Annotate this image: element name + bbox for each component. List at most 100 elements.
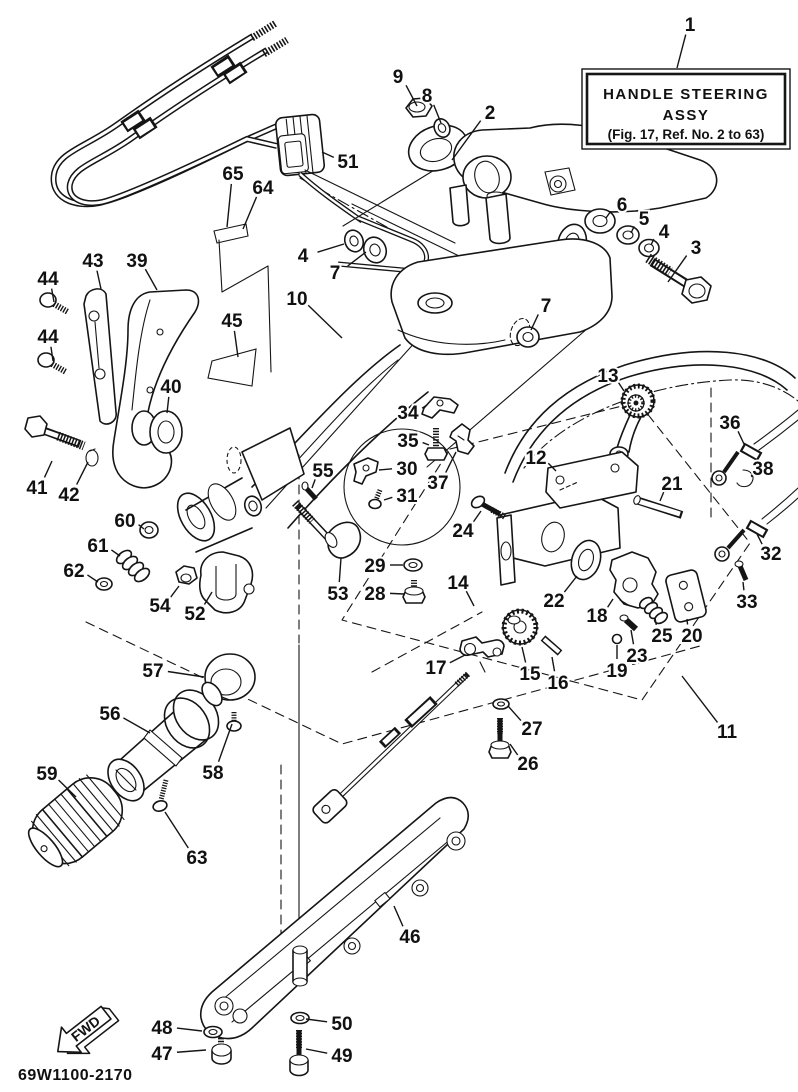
callout-4[interactable]: 4 — [296, 244, 311, 269]
grommet-40 — [131, 410, 183, 454]
callout-59[interactable]: 59 — [34, 762, 59, 787]
grommet-small — [243, 495, 263, 517]
callout-40[interactable]: 40 — [158, 375, 183, 400]
callout-12[interactable]: 12 — [523, 446, 548, 471]
callout-64[interactable]: 64 — [250, 176, 276, 201]
callout-38[interactable]: 38 — [750, 457, 775, 482]
callout-leader-44 — [50, 346, 54, 362]
callout-37[interactable]: 37 — [425, 471, 450, 496]
washer-4-left — [343, 229, 365, 253]
callout-leader-3 — [667, 255, 688, 283]
callout-leader-22 — [563, 575, 578, 593]
callout-14[interactable]: 14 — [445, 571, 471, 596]
nut-9 — [405, 97, 433, 118]
callout-63[interactable]: 63 — [184, 846, 209, 871]
callout-9[interactable]: 9 — [391, 65, 406, 90]
callout-leader-31 — [383, 496, 393, 501]
callout-leader-37 — [445, 451, 457, 473]
callout-65[interactable]: 65 — [220, 162, 246, 187]
callout-46[interactable]: 46 — [397, 925, 422, 950]
callout-53[interactable]: 53 — [325, 582, 350, 607]
callout-43[interactable]: 43 — [80, 249, 105, 274]
callout-leader-49 — [305, 1048, 328, 1054]
callout-6[interactable]: 6 — [615, 193, 630, 218]
callout-leader-10 — [307, 304, 343, 339]
callout-49[interactable]: 49 — [329, 1044, 354, 1069]
callout-25[interactable]: 25 — [649, 624, 675, 649]
callout-leader-58 — [217, 723, 233, 763]
callout-56[interactable]: 56 — [97, 702, 122, 727]
clip-42 — [85, 448, 99, 467]
callout-36[interactable]: 36 — [717, 411, 742, 436]
callout-leader-33 — [742, 581, 745, 591]
callout-35[interactable]: 35 — [395, 429, 421, 454]
callout-13[interactable]: 13 — [595, 364, 620, 389]
callout-52[interactable]: 52 — [182, 602, 207, 627]
callout-26[interactable]: 26 — [515, 752, 540, 777]
callout-29[interactable]: 29 — [362, 554, 387, 579]
callout-61[interactable]: 61 — [85, 534, 111, 559]
callout-11[interactable]: 11 — [715, 720, 740, 745]
callout-55[interactable]: 55 — [310, 459, 336, 484]
callout-44[interactable]: 44 — [35, 267, 61, 292]
callout-54[interactable]: 54 — [147, 594, 173, 619]
callout-31[interactable]: 31 — [394, 484, 420, 509]
callout-17[interactable]: 17 — [423, 656, 448, 681]
callout-27[interactable]: 27 — [519, 717, 544, 742]
callout-10[interactable]: 10 — [284, 287, 309, 312]
shift-rod — [312, 671, 471, 824]
callout-21[interactable]: 21 — [659, 472, 685, 497]
callout-45[interactable]: 45 — [219, 309, 245, 334]
callout-28[interactable]: 28 — [362, 582, 387, 607]
strip-43 — [83, 288, 117, 425]
callout-30[interactable]: 30 — [394, 457, 419, 482]
callout-22[interactable]: 22 — [541, 589, 566, 614]
callout-33[interactable]: 33 — [734, 590, 759, 615]
callout-23[interactable]: 23 — [624, 644, 649, 669]
callout-1[interactable]: 1 — [683, 13, 698, 38]
callout-16[interactable]: 16 — [545, 671, 570, 696]
callout-2[interactable]: 2 — [483, 101, 498, 126]
bracket-arm-39 — [112, 289, 200, 489]
callout-32[interactable]: 32 — [758, 542, 783, 567]
callout-34[interactable]: 34 — [395, 401, 421, 426]
callout-39[interactable]: 39 — [124, 249, 149, 274]
callout-15[interactable]: 15 — [517, 662, 543, 687]
callout-58[interactable]: 58 — [200, 761, 225, 786]
callout-leader-18 — [607, 598, 614, 608]
washer-5 — [616, 225, 640, 245]
callout-19[interactable]: 19 — [604, 659, 629, 684]
callout-42[interactable]: 42 — [56, 483, 81, 508]
bolt-41 — [24, 415, 86, 451]
callout-leader-7 — [347, 251, 367, 267]
callout-41[interactable]: 41 — [24, 476, 50, 501]
callout-7[interactable]: 7 — [328, 261, 343, 286]
callout-44[interactable]: 44 — [35, 325, 61, 350]
callout-60[interactable]: 60 — [112, 509, 137, 534]
callout-24[interactable]: 24 — [450, 519, 476, 544]
cable-conduit — [207, 223, 272, 387]
callout-57[interactable]: 57 — [140, 659, 165, 684]
callout-5[interactable]: 5 — [637, 207, 652, 232]
callout-50[interactable]: 50 — [329, 1012, 354, 1037]
callout-leader-26 — [509, 743, 519, 756]
callout-47[interactable]: 47 — [149, 1042, 174, 1067]
throttle-tube-56 — [107, 681, 223, 802]
pin-21 — [633, 495, 684, 519]
tiller-handle-body — [176, 238, 613, 553]
callout-48[interactable]: 48 — [149, 1016, 174, 1041]
callout-leader-41 — [43, 460, 53, 478]
callout-leader-52 — [203, 591, 213, 605]
callout-7[interactable]: 7 — [539, 294, 554, 319]
callout-leader-4 — [317, 243, 345, 253]
callout-3[interactable]: 3 — [689, 236, 704, 261]
callout-leader-43 — [96, 270, 102, 290]
callout-8[interactable]: 8 — [420, 84, 435, 109]
callout-20[interactable]: 20 — [679, 624, 704, 649]
callout-leader-9 — [405, 84, 418, 107]
callout-4[interactable]: 4 — [657, 220, 672, 245]
callout-51[interactable]: 51 — [335, 150, 361, 175]
callout-62[interactable]: 62 — [61, 559, 86, 584]
callout-18[interactable]: 18 — [584, 604, 609, 629]
